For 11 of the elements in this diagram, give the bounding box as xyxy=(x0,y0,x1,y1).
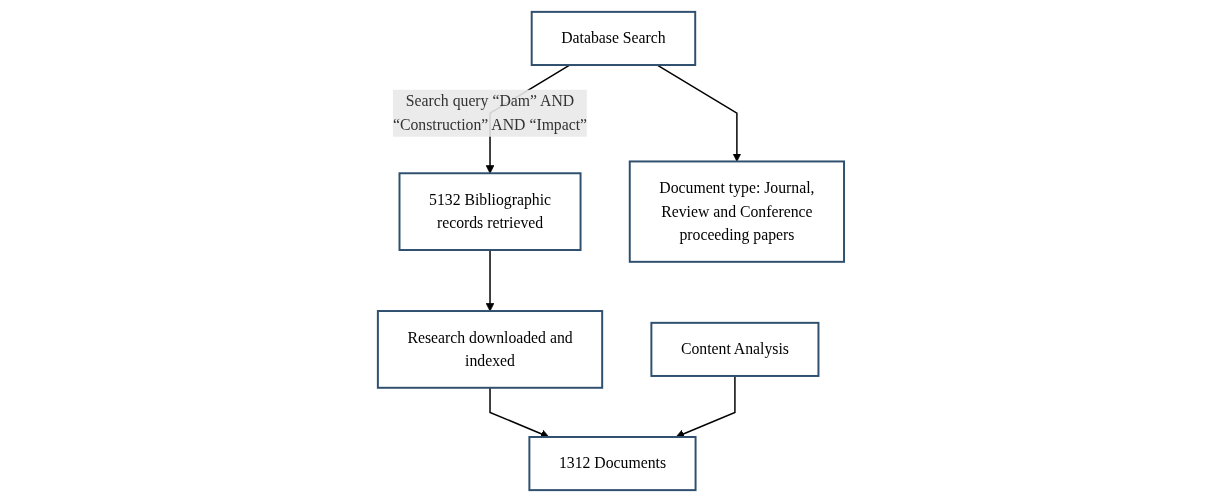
arrow xyxy=(485,249,495,312)
arrow xyxy=(656,64,742,162)
node-box: Research downloaded and indexed xyxy=(376,310,604,389)
node-box: Document type: Journal, Review and Conference proceeding papers xyxy=(628,160,846,263)
node-box: Database Search xyxy=(530,10,697,66)
arrow xyxy=(489,387,550,438)
node-box: 1312 Documents xyxy=(528,436,697,492)
arrow xyxy=(675,375,736,438)
node-box: Content Analysis xyxy=(650,321,820,377)
node-box: 5132 Bibliographic records retrieved xyxy=(398,172,582,251)
edge-label: Search query “Dam” AND “Construction” AND “Impact” xyxy=(393,92,588,133)
